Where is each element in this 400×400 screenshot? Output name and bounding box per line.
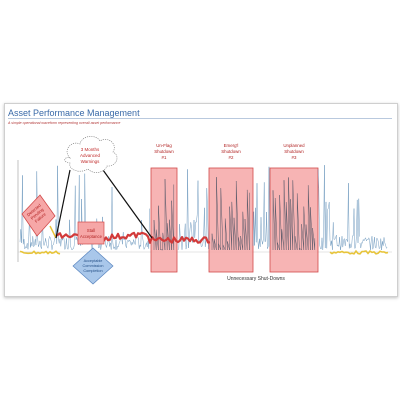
baseline-trace-yellow-right xyxy=(329,249,389,255)
detected-failure-arrow xyxy=(49,225,57,239)
waveform-segment xyxy=(252,166,271,249)
stall-acceptance-box xyxy=(77,221,105,245)
advanced-warning-line-1: 3 Months xyxy=(81,147,100,152)
diagram-subtitle: A simple operational waveform representi… xyxy=(8,121,121,125)
warning-line-left xyxy=(55,169,71,239)
shutdown-2-line-2: Shutdown xyxy=(221,149,241,154)
shutdown-spikes xyxy=(272,177,316,251)
shutdown-window-2 xyxy=(208,167,254,273)
shutdown-2-line-1: Emerg'l xyxy=(224,143,239,148)
shutdown-3-line-2: Shutdown xyxy=(284,149,304,154)
advanced-warning-line-3: Warnings xyxy=(81,159,101,164)
detected-failure-box xyxy=(21,194,56,237)
commission-line-1: Acceptable xyxy=(84,259,103,263)
detected-failure-callout: Detected Pending Failure xyxy=(21,194,57,239)
shutdown-1-label: Un-Flag Shutdown #1 xyxy=(154,143,174,160)
shutdown-3-line-3: #3 xyxy=(292,155,297,160)
shutdown-1-line-3: #1 xyxy=(162,155,167,160)
shutdown-1-line-1: Un-Flag xyxy=(156,143,172,148)
diagram-title: Asset Performance Management xyxy=(8,108,140,118)
shutdown-2-label: Emerg'l Shutdown #2 xyxy=(221,143,241,160)
waveform-segment xyxy=(19,165,150,251)
shutdown-window-1 xyxy=(150,167,178,273)
advanced-warning-callout: 3 Months Advanced Warnings xyxy=(55,136,153,239)
stall-acceptance-callout: Stall Acceptance xyxy=(77,221,105,245)
waveform-segment xyxy=(359,236,388,251)
commission-line-3: Completion xyxy=(83,269,102,273)
advanced-warning-line-2: Advanced xyxy=(80,153,101,158)
diagram-frame xyxy=(4,103,398,297)
commission-completion-callout: Acceptable Commission Completion xyxy=(72,247,114,285)
stall-line-1: Stall xyxy=(87,228,95,233)
waveform-segment xyxy=(317,165,360,251)
title-divider xyxy=(8,118,392,119)
commission-diamond xyxy=(72,247,114,285)
shutdown-spikes xyxy=(211,177,250,251)
shutdown-2-line-3: #2 xyxy=(229,155,234,160)
shutdown-1-line-2: Shutdown xyxy=(154,149,174,154)
unnecessary-shutdowns-label: Unnecessary Shut-Downs xyxy=(227,276,285,282)
advanced-warning-cloud xyxy=(64,136,118,173)
baseline-trace-yellow xyxy=(19,250,61,255)
commission-line-2: Commission xyxy=(83,264,104,268)
shutdown-3-label: Unplanned Shutdown #3 xyxy=(283,143,305,160)
stall-line-2: Acceptance xyxy=(80,234,103,239)
warning-line-right xyxy=(102,169,153,239)
shutdown-3-line-1: Unplanned xyxy=(283,143,305,148)
